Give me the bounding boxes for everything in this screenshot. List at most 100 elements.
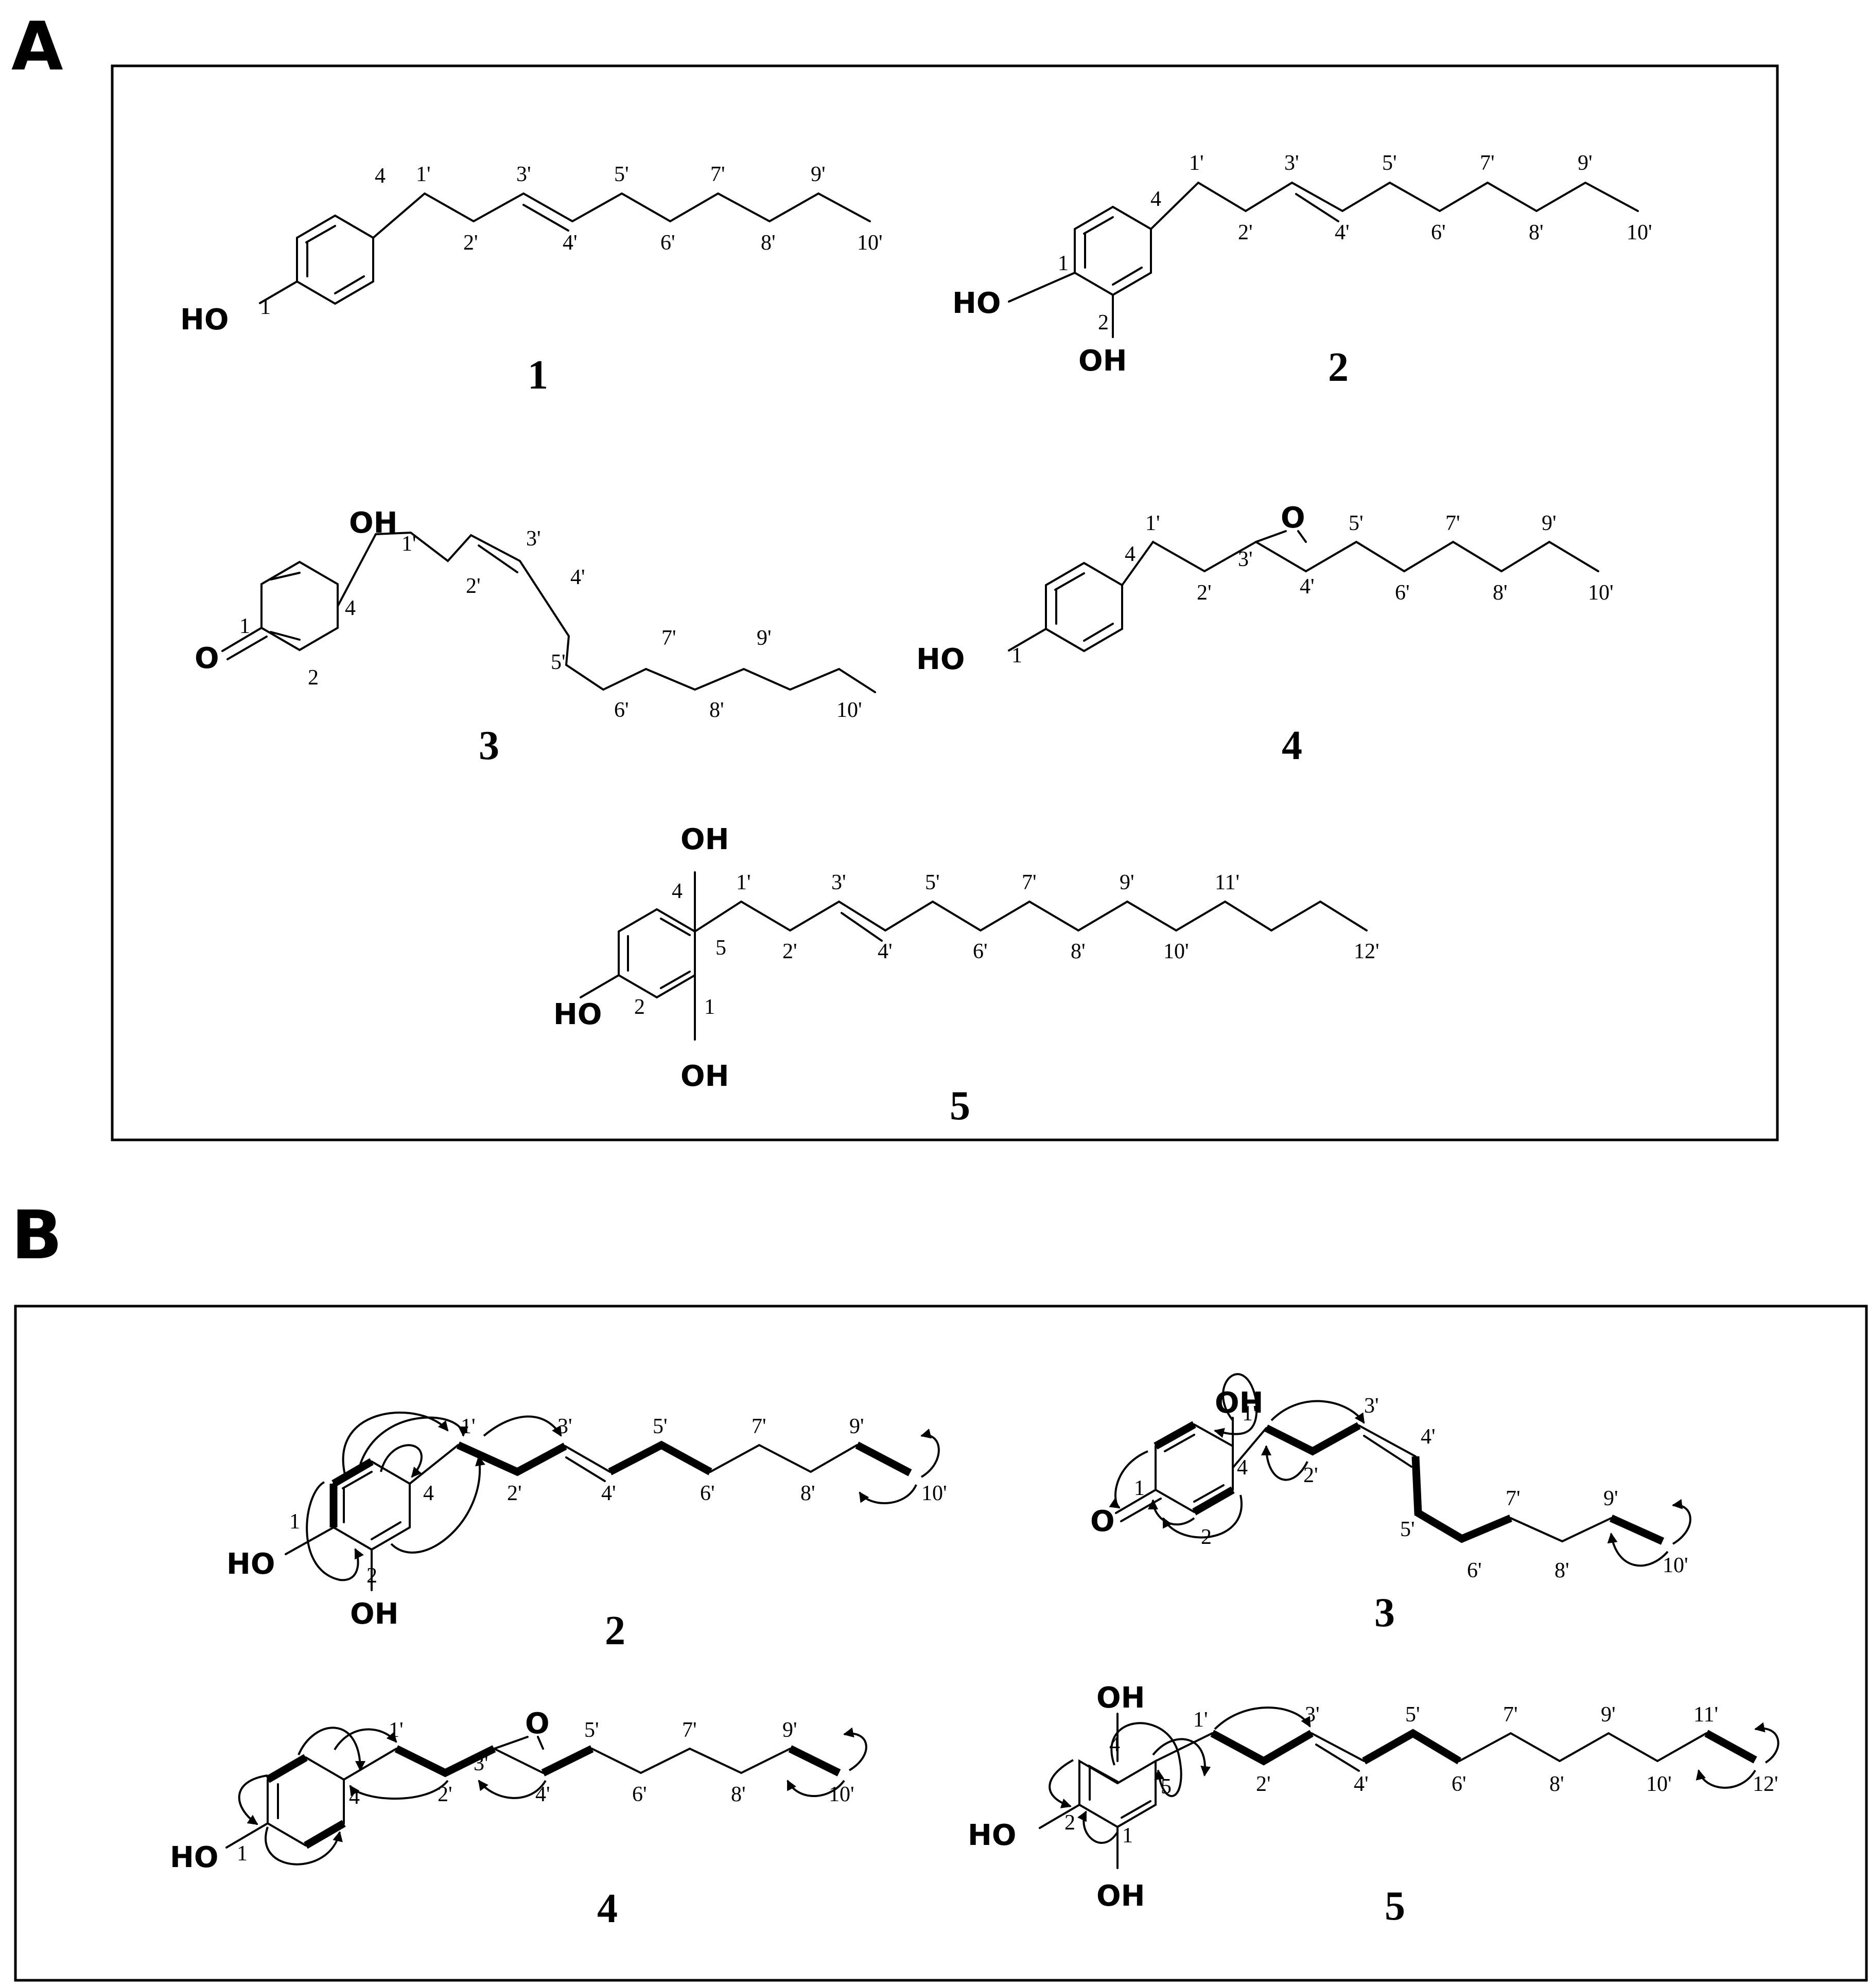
b-compound-3-position-label: 6' xyxy=(1467,1559,1482,1582)
compound-2-position-label: 2 xyxy=(1098,311,1109,335)
b-compound-3-position-label: 2 xyxy=(1201,1525,1212,1549)
compound-5-position-label: 4' xyxy=(878,940,893,963)
b-compound-3-position-label: 1 xyxy=(1134,1476,1145,1500)
b-compound-5-position-label: 2 xyxy=(1064,1811,1075,1835)
b-compound-3-carbonyl-oxygen: O xyxy=(1090,1505,1115,1538)
compound-3-position-label: 1' xyxy=(401,532,416,556)
compound-5-position-label: 9' xyxy=(1120,871,1134,894)
b-compound-2-position-label: 7' xyxy=(752,1415,766,1438)
b-compound-2-position-label: 5' xyxy=(653,1415,668,1438)
compound-1-position-label: 3' xyxy=(516,163,531,186)
compound-5-hydroxyl-label: OH xyxy=(680,823,729,856)
b-compound-2-position-label: 3' xyxy=(557,1415,572,1438)
compound-4-position-label: 1 xyxy=(1011,644,1022,667)
compound-3-position-label: 4 xyxy=(345,596,356,620)
compound-5-position-label: 5 xyxy=(715,936,726,960)
compound-1-position-label: 9' xyxy=(811,163,826,186)
b-compound-5-position-label: 7' xyxy=(1503,1703,1518,1727)
compound-1-structure xyxy=(259,192,871,305)
compound-2-position-label: 10' xyxy=(1627,221,1652,244)
compound-2-position-label: 8' xyxy=(1529,221,1544,244)
compound-2-position-label: 3' xyxy=(1284,151,1299,175)
b-compound-5-position-label: 2' xyxy=(1256,1772,1271,1796)
compound-1-position-label: 4 xyxy=(375,164,386,188)
b-compound-4-structure xyxy=(225,1727,867,1866)
compound-5-position-label: 7' xyxy=(1022,871,1037,894)
b-compound-5-position-label: 11' xyxy=(1693,1703,1718,1727)
compound-4-position-label: 4 xyxy=(1125,542,1136,566)
compound-5-position-label: 1' xyxy=(736,871,751,894)
b-compound-4-position-label: 4 xyxy=(349,1785,360,1809)
b-compound-3-number: 3 xyxy=(1374,1590,1395,1635)
compound-5-structure xyxy=(580,871,1368,1041)
b-compound-5-position-label: 9' xyxy=(1601,1703,1616,1727)
compound-5-position-label: 8' xyxy=(1071,940,1086,963)
b-compound-5-structure xyxy=(1039,1706,1779,1869)
compound-4-position-label: 8' xyxy=(1493,581,1508,605)
compound-3-position-label: 10' xyxy=(836,698,862,722)
panel-b-frame xyxy=(14,1305,1868,1982)
panel-a-frame xyxy=(111,64,1779,1141)
b-compound-5-position-label: 4 xyxy=(1109,1733,1120,1756)
b-compound-3-structure xyxy=(1109,1373,1691,1567)
b-compound-4-position-label: 3' xyxy=(474,1752,488,1775)
b-compound-4-position-label: 1 xyxy=(237,1842,248,1866)
b-compound-2-position-label: 2' xyxy=(507,1482,522,1505)
compound-2-position-label: 1 xyxy=(1058,252,1069,275)
b-compound-4-position-label: 4' xyxy=(535,1783,550,1806)
b-compound-2-structure xyxy=(285,1412,940,1591)
panel-label-a: A xyxy=(11,7,63,85)
b-compound-5-hydroxyl-label: HO xyxy=(968,1819,1016,1852)
compound-4-position-label: 9' xyxy=(1542,512,1557,535)
compound-2-hydroxyl-label: HO xyxy=(952,287,1001,320)
compound-3-number: 3 xyxy=(479,723,499,768)
compound-1-hydroxyl-label: HO xyxy=(180,303,229,337)
b-compound-4-position-label: 5' xyxy=(584,1718,599,1742)
compound-1-position-label: 6' xyxy=(660,231,675,255)
compound-1-position-label: 10' xyxy=(857,231,883,255)
b-compound-3-position-label: 4' xyxy=(1421,1425,1436,1449)
compound-2-position-label: 2' xyxy=(1238,221,1253,244)
compound-3-position-label: 4' xyxy=(570,566,585,589)
b-compound-4-position-label: 1' xyxy=(389,1718,404,1742)
compound-4-position-label: 7' xyxy=(1445,512,1460,535)
compound-1-position-label: 4' xyxy=(563,231,578,255)
b-compound-2-hydroxyl-label: HO xyxy=(226,1547,275,1581)
b-compound-4-position-label: 9' xyxy=(782,1718,797,1742)
b-compound-4-position-label: 10' xyxy=(829,1783,854,1806)
b-compound-4-position-label: 2' xyxy=(438,1783,452,1806)
b-compound-5-position-label: 8' xyxy=(1549,1772,1564,1796)
b-compound-3-position-label: 3' xyxy=(1364,1394,1379,1418)
compound-4-position-label: 6' xyxy=(1395,581,1410,605)
b-compound-3-position-label: 5' xyxy=(1400,1518,1415,1541)
compound-4-structure xyxy=(1008,530,1599,653)
compound-5-position-label: 4 xyxy=(672,879,683,903)
compound-1-position-label: 8' xyxy=(761,231,776,255)
b-compound-5-position-label: 4' xyxy=(1354,1772,1369,1796)
compound-3-position-label: 2 xyxy=(308,666,319,690)
b-compound-2-position-label: 1' xyxy=(461,1415,476,1438)
b-compound-4-position-label: 8' xyxy=(731,1783,746,1806)
compound-5-hydroxyl-label: OH xyxy=(680,1060,729,1093)
compound-4-position-label: 4' xyxy=(1300,575,1315,599)
compound-3-position-label: 3' xyxy=(526,527,541,551)
compound-1-position-label: 7' xyxy=(710,163,725,186)
compound-5-position-label: 2 xyxy=(634,995,645,1019)
compound-5-position-label: 5' xyxy=(925,871,940,894)
compound-1-number: 1 xyxy=(528,353,548,398)
compound-4-position-label: 3' xyxy=(1238,548,1253,571)
b-compound-2-position-label: 9' xyxy=(849,1415,864,1438)
b-compound-5-position-label: 3' xyxy=(1305,1703,1320,1727)
b-compound-5-position-label: 12' xyxy=(1753,1772,1778,1796)
b-compound-2-position-label: 8' xyxy=(800,1482,815,1505)
b-compound-2-position-label: 6' xyxy=(700,1482,715,1505)
b-compound-4-position-label: 7' xyxy=(682,1718,697,1742)
b-compound-2-number: 2 xyxy=(605,1608,625,1653)
panel-label-b: B xyxy=(11,1196,62,1274)
b-compound-2-position-label: 10' xyxy=(921,1482,947,1505)
compound-5-position-label: 3' xyxy=(831,871,846,894)
b-compound-4-position-label: 6' xyxy=(632,1783,647,1806)
compound-2-position-label: 9' xyxy=(1578,151,1593,175)
compound-4-number: 4 xyxy=(1282,723,1302,768)
